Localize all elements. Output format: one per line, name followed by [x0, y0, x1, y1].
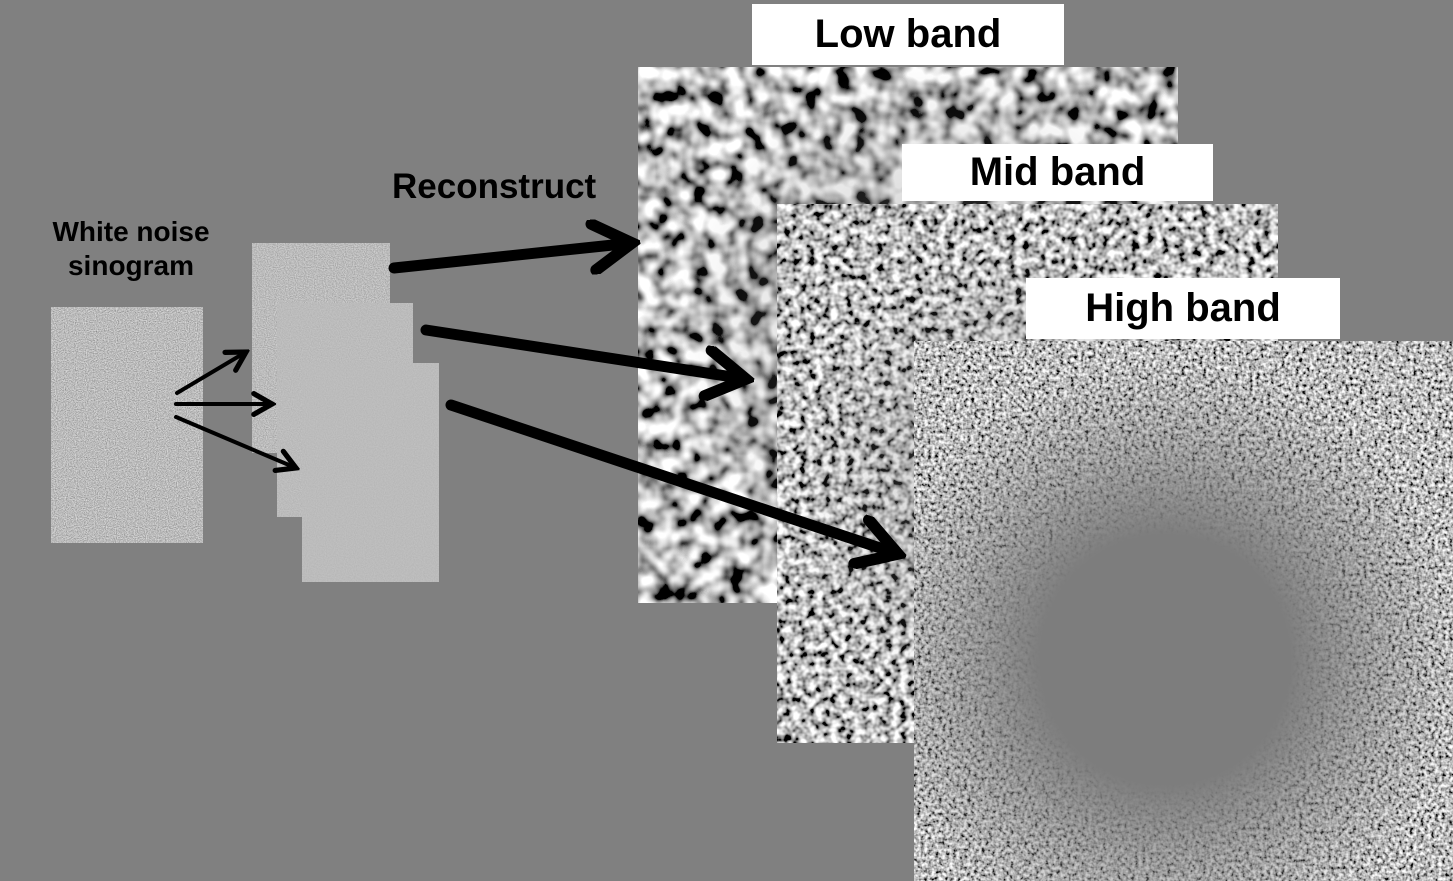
band-label-mid: Mid band [902, 144, 1213, 201]
band-label-low-text: Low band [814, 12, 1002, 56]
band-label-high: High band [1026, 278, 1340, 339]
band-sinogram-patch-high [302, 363, 439, 582]
white-noise-sinogram-label-line2: sinogram [67, 250, 195, 282]
band-label-low: Low band [752, 4, 1064, 65]
band-image-high-smooth-centre [914, 341, 1453, 881]
reconstruct-arrow-low-icon [388, 243, 632, 268]
white-noise-sinogram-label: White noise sinogram [28, 215, 234, 283]
band-label-mid-text: Mid band [969, 150, 1146, 194]
reconstruct-label: Reconstruct [392, 167, 597, 206]
band-label-high-text: High band [1085, 286, 1281, 330]
white-noise-sinogram-label-line1: White noise [52, 216, 210, 247]
white-noise-sinogram-image [51, 307, 203, 543]
